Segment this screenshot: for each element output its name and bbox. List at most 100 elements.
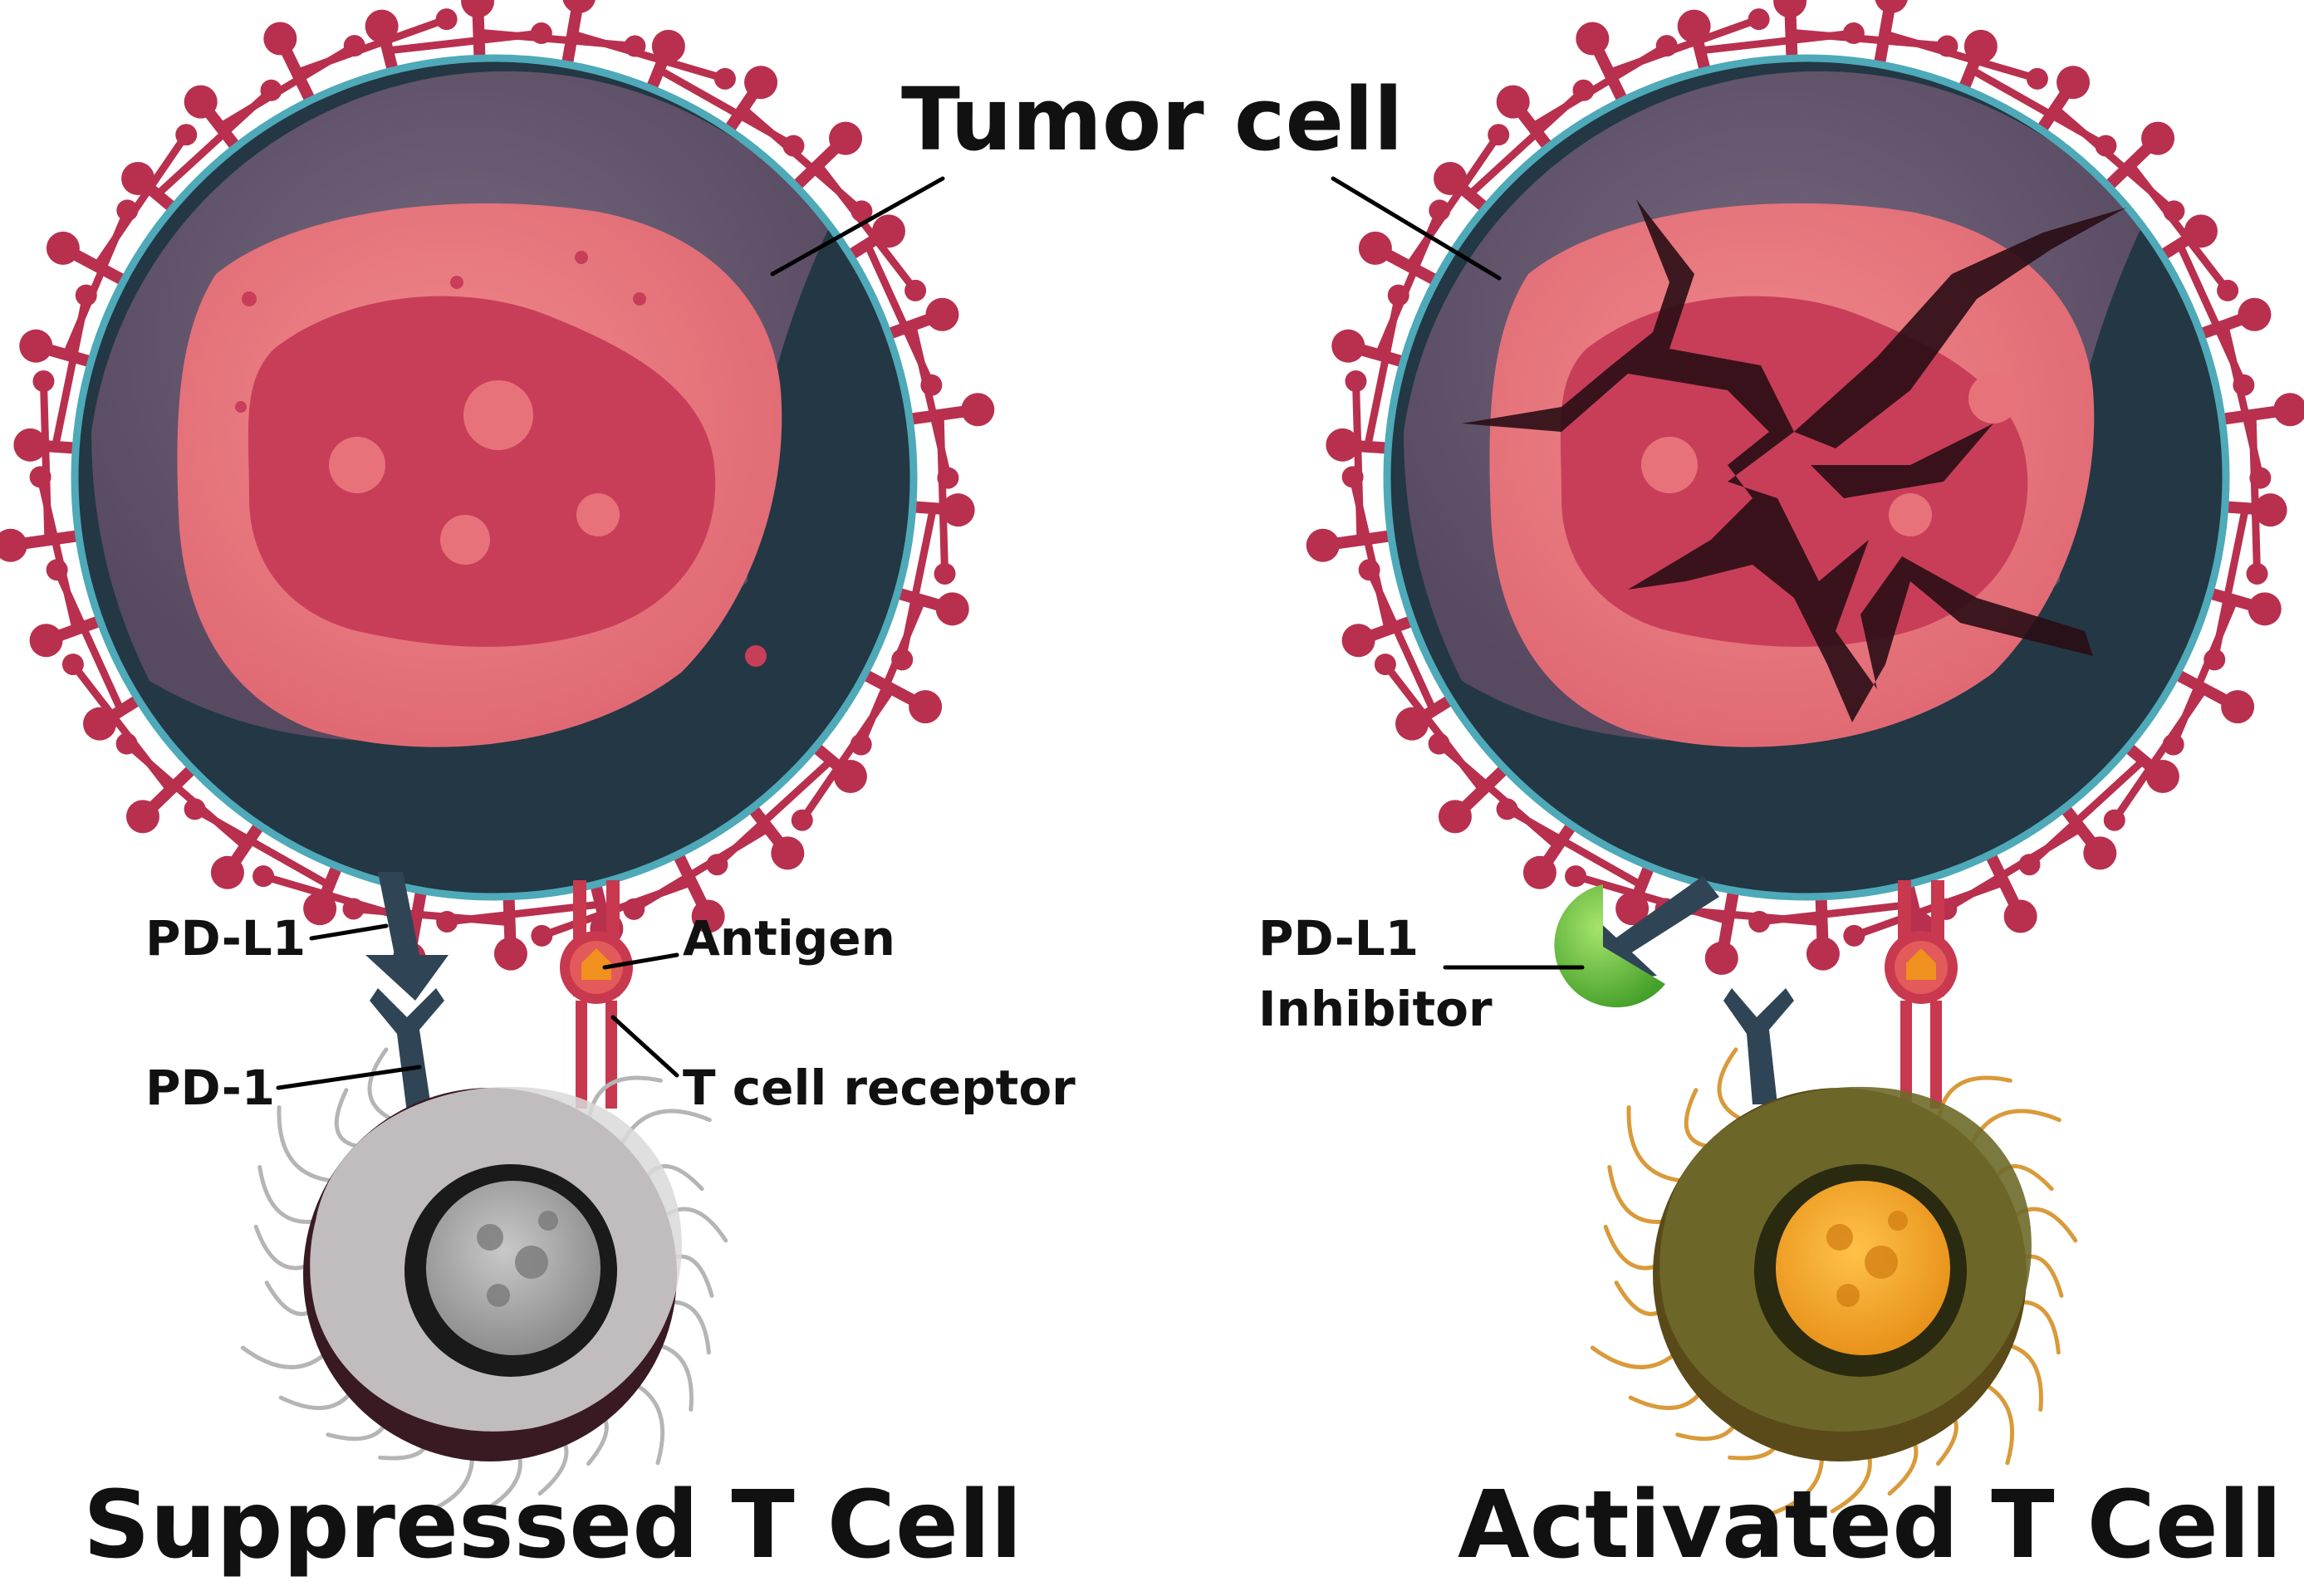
tumor-spike-branch	[39, 377, 52, 544]
tumor-spike-branch	[1351, 377, 1365, 544]
tumor-spike-tip	[1438, 800, 1472, 834]
tumor-spike-branch	[1880, 30, 2042, 83]
tumor-spike-branch-tip	[252, 865, 275, 888]
tumor-spike-branch	[1605, 15, 1763, 76]
tumor-spike-branch-tip	[1565, 865, 1587, 888]
tumor-spike-branch-tip	[435, 8, 458, 31]
tumor-spike-tip	[562, 0, 596, 13]
suppressed-nucleus-texture	[477, 1211, 558, 1307]
tumor-spike-branch	[2110, 685, 2208, 825]
tumor-spike-tip	[1704, 942, 1738, 976]
tumor-spike-tip	[1306, 528, 1340, 562]
pd-l1-inhibitor-label-line1: PD-L1	[1258, 910, 1419, 967]
activated-nucleus-texture	[1826, 1211, 1908, 1307]
tumor-cracks	[1462, 199, 2126, 722]
tumor-spike-tip	[744, 66, 778, 100]
tumor-spike-branch-tip	[61, 654, 84, 676]
tumor-spike-tip	[19, 329, 53, 363]
pd-l1-receptor-left	[365, 872, 449, 1001]
tumor-spike-tip	[263, 22, 297, 56]
t-cell-receptor-label: T cell receptor	[683, 1060, 1076, 1116]
tumor-spike-tip	[833, 760, 867, 794]
nucleus-dots-left	[235, 251, 767, 667]
tumor-spike-tip	[771, 836, 805, 870]
tumor-spike-tip	[461, 0, 495, 18]
tumor-spike-branch	[2126, 160, 2232, 295]
tumor-spike-branch	[1381, 660, 1487, 795]
tumor-spike-tip	[121, 161, 155, 195]
nucleolus-right	[1641, 374, 2018, 536]
tumor-spike-tip	[1341, 624, 1375, 658]
tumor-spike-branch-tip	[713, 67, 736, 90]
tumor-spike-tip	[2238, 297, 2272, 331]
tumor-spike-branch-tip	[531, 924, 553, 947]
tumor-spike-tip	[1875, 0, 1908, 13]
tumor-spike-tip	[941, 493, 975, 527]
tumor-spike-tip	[2141, 121, 2175, 155]
antigen-left	[581, 948, 611, 980]
t-cell-dendrite	[257, 1164, 323, 1224]
tumor-spike-tip	[210, 855, 244, 889]
tumor-spike-branch-tip	[934, 562, 956, 585]
tumor-cell-label: Tumor cell	[901, 69, 1403, 170]
tumor-spike-tip	[1326, 428, 1360, 462]
t-cell-dendrite	[367, 1047, 394, 1121]
tcr-left	[560, 880, 633, 1109]
tumor-spike-tip	[1576, 22, 1610, 56]
tumor-membrane-left	[71, 54, 918, 901]
tumor-spike-branch-tip	[2103, 809, 2125, 831]
tumor-spike-branch	[92, 130, 190, 270]
tumor-spike-branch-tip	[1748, 8, 1770, 31]
tumor-spike-tip	[1496, 85, 1530, 119]
tumor-spike-branch	[1850, 879, 2008, 940]
activated-nucleus	[1776, 1181, 1950, 1355]
pd-l1-inhibitor	[1554, 884, 1665, 1008]
tumor-spike-tip	[1522, 855, 1556, 889]
tumor-spike-branch-tip	[1374, 654, 1396, 676]
tumor-spike-branch-tip	[791, 809, 813, 831]
suppressed-t-cell-label: Suppressed T Cell	[83, 1471, 1022, 1579]
nucleolus-left	[329, 380, 620, 565]
leader-lines	[276, 176, 1585, 1090]
tumor-chromatin-left	[248, 296, 716, 647]
tumor-spike-tip	[935, 592, 969, 626]
tumor-spike-branch	[292, 15, 451, 76]
suppressed-nucleus	[426, 1181, 601, 1355]
tumor-spike-branch	[2248, 411, 2262, 578]
tumor-membrane-right	[1383, 54, 2230, 901]
t-cell-dendrite	[1717, 1047, 1743, 1121]
tumor-spike-tip	[83, 707, 117, 741]
t-cell-dendrite	[1626, 1105, 1688, 1183]
t-cell-dendrite	[1684, 1088, 1712, 1149]
tumor-spike-branch-tip	[904, 279, 927, 301]
tumor-spike-tip	[46, 231, 80, 265]
tumor-cell-right	[1306, 0, 2304, 976]
tumor-spike-branch	[798, 685, 896, 825]
tumor-spike-tip	[125, 800, 159, 834]
antigen-label: Antigen	[683, 910, 895, 967]
activated-t-cell-label: Activated T Cell	[1458, 1471, 2282, 1579]
tcr-right	[1885, 880, 1958, 1109]
pd-1-receptor-right	[1723, 988, 1794, 1104]
tumor-spike-tip	[2145, 760, 2179, 794]
tumor-spike-tip	[651, 29, 685, 63]
tumor-spike-tip	[1615, 892, 1650, 926]
tumor-spike-tip	[1358, 231, 1392, 265]
tumor-spike-tip	[2056, 66, 2091, 100]
tumor-spike-branch	[568, 30, 729, 83]
tumor-spike-branch-tip	[1843, 924, 1865, 947]
tumor-spike-tip	[1963, 29, 1998, 63]
tumor-spike-tip	[29, 624, 63, 658]
tumor-spike-tip	[1773, 0, 1807, 18]
tumor-spike-branch	[814, 160, 919, 295]
tumor-spike-tip	[493, 937, 527, 971]
tumor-spike-tip	[925, 297, 959, 331]
tumor-spike-tip	[0, 528, 27, 562]
tumor-spike-tip	[365, 9, 399, 43]
tumor-spike-tip	[829, 121, 863, 155]
tumor-spike-branch-tip	[2246, 562, 2268, 585]
tumor-cell-left	[0, 0, 995, 976]
tumor-spike-tip	[1677, 9, 1711, 43]
tumor-spike-tip	[2221, 690, 2255, 724]
